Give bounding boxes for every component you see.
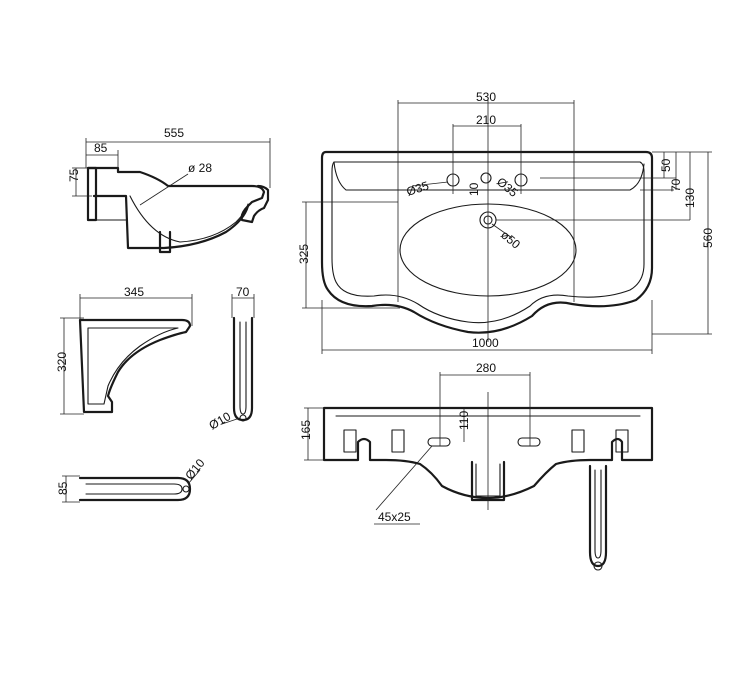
- side-rim: [86, 166, 98, 222]
- dim-345: 345: [124, 285, 144, 299]
- bracket-bottom-view: 85 Ø10: [56, 456, 208, 503]
- leader: [491, 223, 513, 239]
- bracket-standalone: [588, 464, 608, 571]
- bracket-front-inner: [239, 321, 247, 415]
- dim-85-bottom: 85: [56, 481, 70, 495]
- bracket-side-view: 345 320: [55, 285, 193, 415]
- side-wall: [95, 195, 127, 221]
- dim-50: 50: [659, 158, 673, 172]
- dim-85: 85: [94, 141, 108, 155]
- dim-320: 320: [55, 352, 69, 372]
- dim-75: 75: [67, 168, 81, 182]
- dim-70: 70: [669, 178, 683, 192]
- dim-hole-center: Ø35: [494, 175, 521, 201]
- dim-rod-10-bottom: Ø10: [182, 456, 208, 483]
- bracket-standalone-rod: [588, 464, 608, 568]
- front-slot-right: [517, 437, 541, 447]
- side-view: 555 85 75 ø 28: [67, 126, 271, 254]
- dim-110: 110: [457, 411, 471, 430]
- dim-45x25: 45x25: [378, 510, 411, 524]
- dim-hole-offset: 10: [467, 182, 481, 196]
- drain-leader: [139, 173, 189, 206]
- dim-325: 325: [297, 244, 311, 264]
- leader: [221, 417, 241, 425]
- side-bowl-inner: [129, 195, 249, 243]
- tap-hole-center: [480, 172, 492, 184]
- leader: [375, 445, 433, 511]
- top-view: 530 210 Ø35 Ø35 10 ø50 50 70 130 560 325: [297, 90, 715, 354]
- bracket-front-rod: [232, 316, 254, 422]
- dim-1000: 1000: [472, 336, 499, 350]
- dim-rod-10: Ø10: [207, 409, 234, 433]
- bracket-inner: [87, 327, 179, 405]
- dim-555: 555: [164, 126, 184, 140]
- bracket-bottom-inner: [85, 483, 183, 495]
- bracket-standalone-inner: [594, 469, 602, 559]
- basin-rim-line: [333, 161, 645, 191]
- dim-hole-left: Ø35: [405, 178, 431, 198]
- front-slot-left: [427, 437, 451, 447]
- dim-210: 210: [476, 113, 496, 127]
- leader: [411, 181, 449, 187]
- dim-530: 530: [476, 90, 496, 104]
- dim-drain-28: ø 28: [188, 161, 212, 175]
- dim-280: 280: [476, 361, 496, 375]
- dim-130: 130: [683, 188, 697, 208]
- bracket-standalone-hole: [593, 561, 603, 571]
- side-profile: [86, 166, 270, 224]
- basin-outer-outline: [320, 150, 654, 334]
- front-view: 280 110 165 45x25: [299, 361, 654, 525]
- leader: [187, 469, 201, 485]
- bracket-profile: [78, 318, 192, 414]
- dim-165: 165: [299, 420, 313, 440]
- front-legs: [343, 429, 629, 453]
- dim-70-bracket: 70: [236, 285, 250, 299]
- side-drain: [158, 230, 172, 254]
- dim-560: 560: [701, 228, 715, 248]
- bracket-front-view: 70 Ø10: [207, 285, 255, 433]
- basin-inner-outline: [331, 161, 645, 324]
- bracket-bottom-rod: [78, 476, 192, 502]
- side-bowl: [92, 194, 250, 250]
- bracket-bottom-hole: [182, 485, 190, 493]
